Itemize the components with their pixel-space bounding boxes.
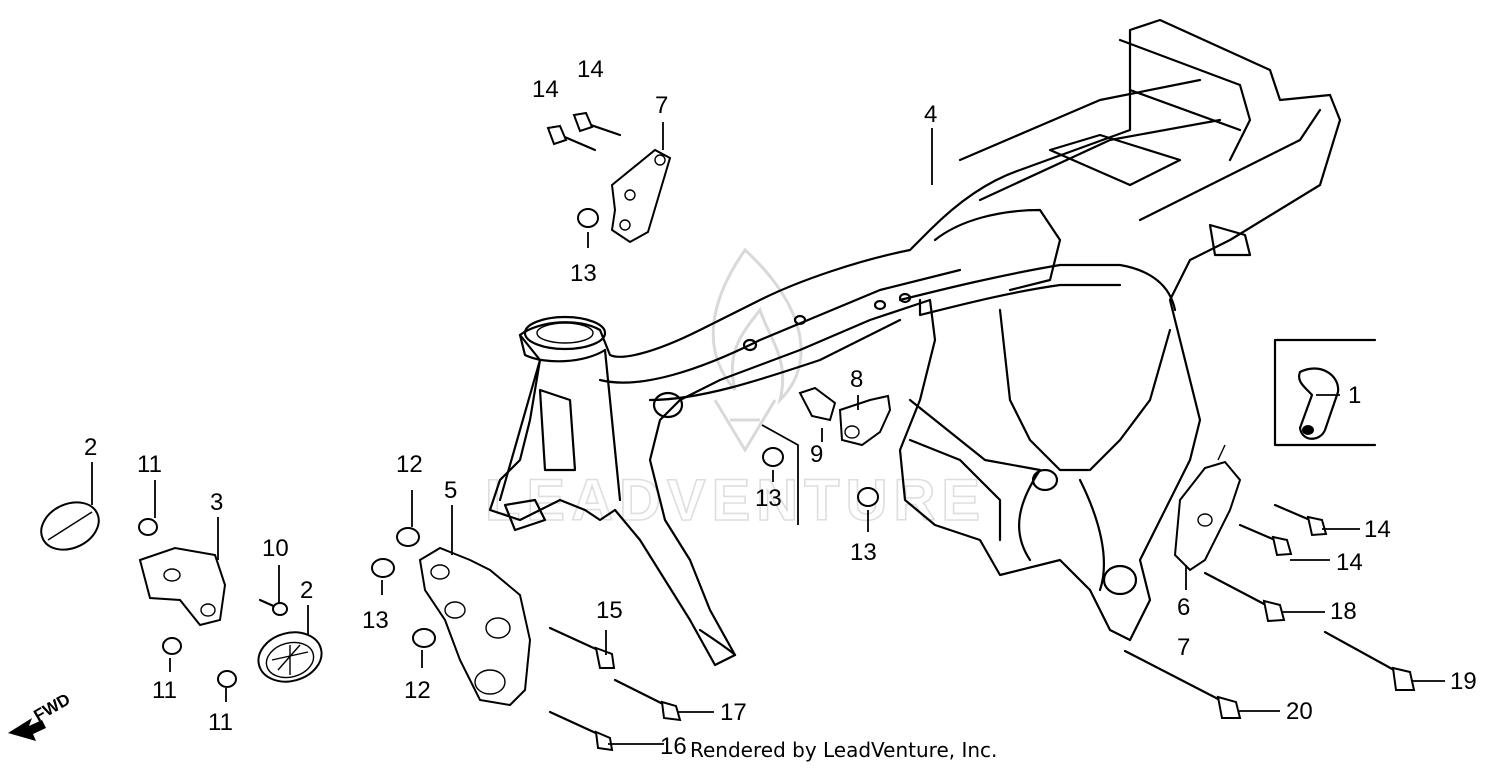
callout-3: 3: [210, 489, 223, 516]
callout-15: 15: [596, 597, 623, 624]
callout-19: 19: [1450, 668, 1477, 695]
callout-6: 6: [1177, 594, 1190, 621]
callout-13-right: 13: [850, 539, 877, 566]
nuts-13-group: [577, 208, 879, 507]
watermark: LEADVENTURE: [484, 247, 986, 534]
bracket-8-9: [798, 386, 892, 447]
callout-17: 17: [720, 699, 747, 726]
engine-hanger-plate-5: [418, 546, 532, 707]
callout-14-top-left: 14: [532, 76, 559, 103]
callout-13-top: 13: [570, 260, 597, 287]
reflector-bracket: [138, 546, 227, 627]
callout-10: 10: [262, 535, 289, 562]
fwd-label: FWD: [31, 690, 74, 726]
callout-14-right-bottom: 14: [1336, 549, 1363, 576]
callout-20: 20: [1286, 698, 1313, 725]
reflector-left: [40, 501, 100, 551]
callout-14-top-right: 14: [577, 56, 604, 83]
callout-labels: 1 2 2 3 4 5 6 7 7 8 9 10 11 11 11 12 12 …: [84, 56, 1477, 760]
callout-12-top: 12: [396, 451, 423, 478]
callout-11-top: 11: [137, 451, 162, 478]
nuts-left-group: [371, 527, 436, 648]
main-frame: [488, 18, 1342, 667]
callout-7-top: 7: [655, 92, 668, 119]
screw-10: [258, 598, 288, 616]
callout-5: 5: [444, 477, 457, 504]
leader-lines: [91, 122, 1445, 745]
bolts-14-top: [546, 111, 622, 152]
plate-7-top: [610, 148, 672, 244]
part-1-inset: [1273, 338, 1377, 447]
bolts-right-group: [1123, 503, 1416, 719]
reflector-right: [257, 631, 323, 683]
callout-13-center: 13: [755, 485, 782, 512]
callout-2-right: 2: [300, 577, 313, 604]
callout-16: 16: [660, 733, 687, 760]
watermark-text: LEADVENTURE: [485, 468, 986, 533]
forward-direction-indicator: FWD: [8, 690, 74, 741]
plate-6: [1173, 444, 1242, 572]
callout-12-bottom: 12: [404, 677, 431, 704]
callout-8: 8: [850, 366, 863, 393]
bolts-lower-left: [548, 626, 682, 752]
callout-2-left: 2: [84, 434, 97, 461]
callout-7-bottom: 7: [1177, 634, 1190, 661]
nut-11-group: [138, 518, 237, 688]
callout-13-left: 13: [362, 607, 389, 634]
rendered-by-credit: Rendered by LeadVenture, Inc.: [690, 738, 998, 762]
callout-11-mid: 11: [152, 677, 177, 704]
callout-1: 1: [1348, 382, 1361, 409]
callout-14-right-top: 14: [1364, 516, 1391, 543]
callout-11-bottom: 11: [208, 709, 233, 736]
callout-9: 9: [810, 441, 823, 468]
callout-4: 4: [924, 101, 937, 128]
callout-18: 18: [1330, 598, 1357, 625]
